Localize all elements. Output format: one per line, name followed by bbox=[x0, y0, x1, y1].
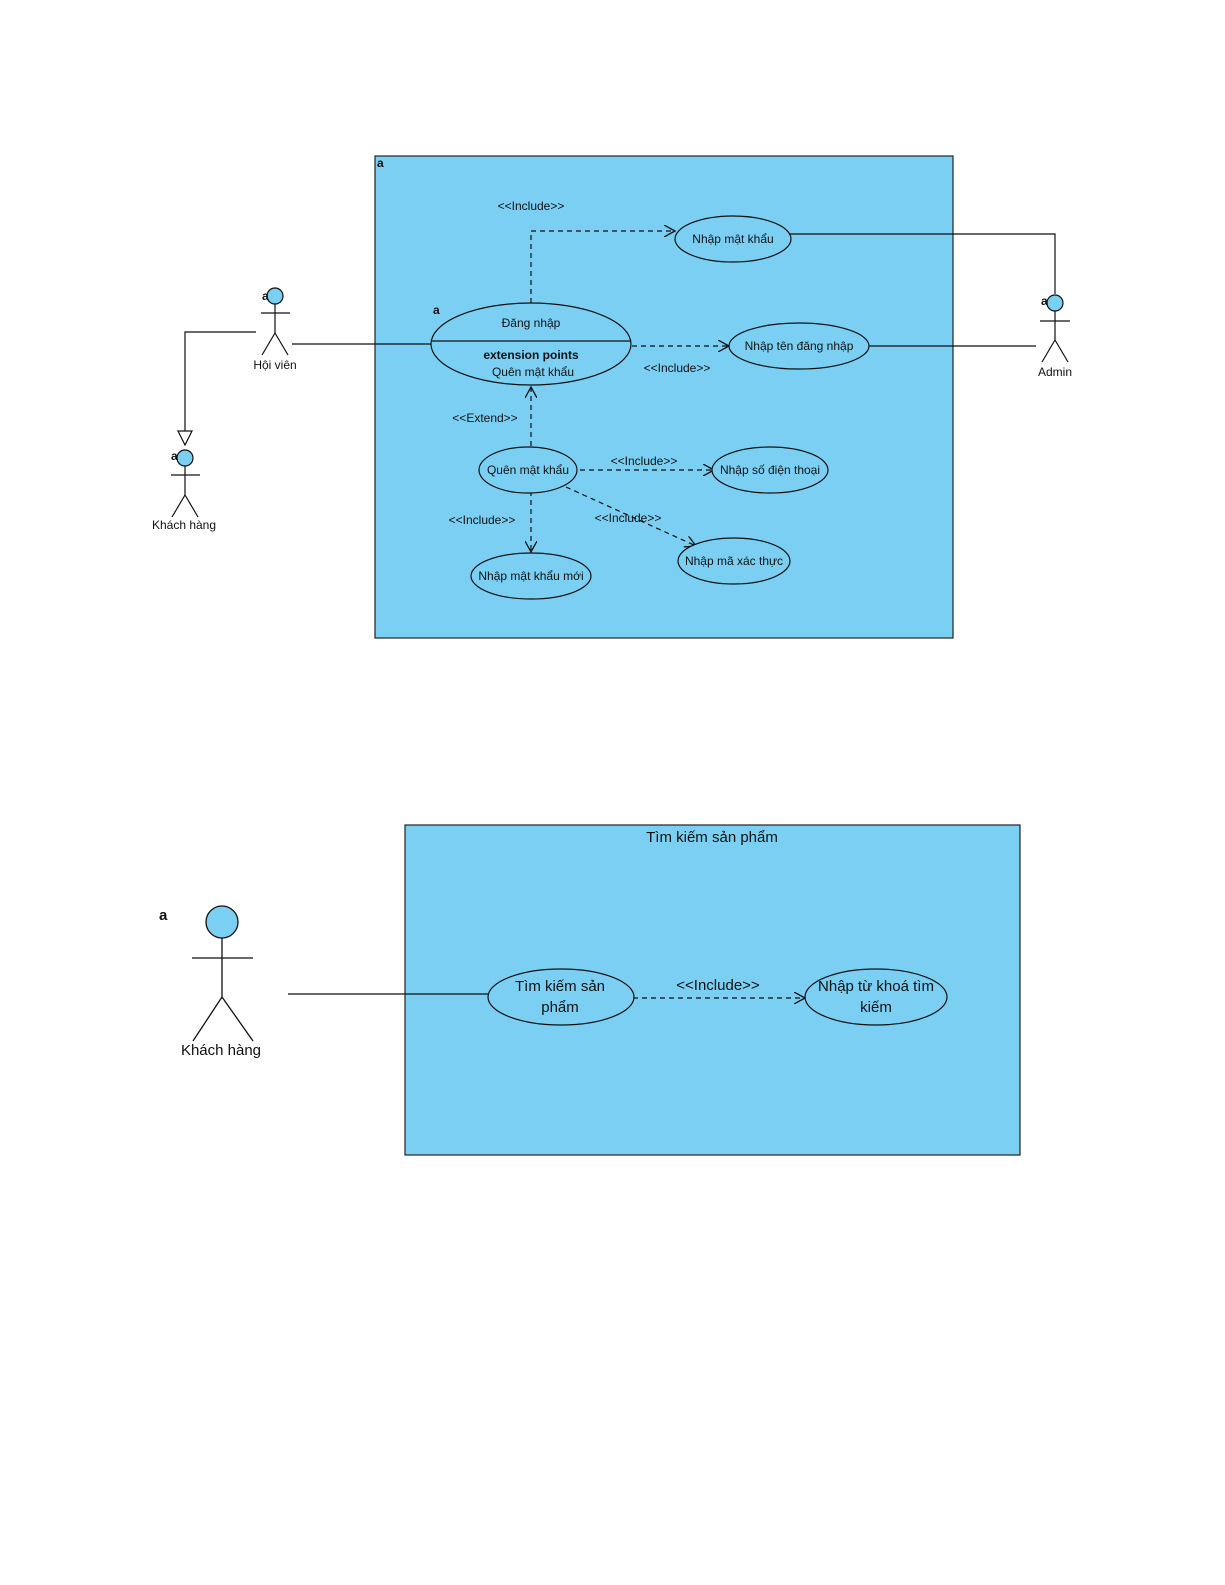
actor-admin bbox=[1040, 294, 1070, 363]
use-case-keyword-label-1: Nhập từ khoá tìm bbox=[818, 978, 934, 995]
use-case-enter-new-password: Nhập mật khẩu mới bbox=[470, 552, 592, 600]
actor-admin-label: Admin bbox=[1038, 365, 1072, 379]
use-case-enter-code-label: Nhập mã xác thực bbox=[685, 554, 783, 568]
extension-point-forgot: Quên mật khẩu bbox=[492, 365, 574, 379]
use-case-search-product: Tìm kiếm sản phẩm bbox=[487, 968, 635, 1026]
extension-points-heading: extension points bbox=[483, 348, 579, 362]
label-include-keyword: <<Include>> bbox=[676, 977, 760, 994]
use-case-login: a Đăng nhập extension points Quên mật kh… bbox=[430, 302, 632, 386]
diagram-search: Tìm kiếm sản phẩm Tìm kiếm sản phẩm Nhập… bbox=[159, 824, 1021, 1156]
actor-customer-large-marker: a bbox=[159, 907, 168, 924]
connectors-search bbox=[288, 994, 805, 998]
use-case-enter-code: Nhập mã xác thực bbox=[677, 537, 791, 585]
connectors-login bbox=[185, 231, 1056, 552]
use-case-enter-keyword: Nhập từ khoá tìm kiếm bbox=[804, 968, 948, 1026]
label-extend-forgot: <<Extend>> bbox=[452, 411, 517, 425]
use-case-enter-password: Nhập mật khẩu bbox=[674, 215, 792, 263]
diagram-login: a a Đăng nhập extension points Quên m bbox=[152, 155, 1072, 639]
include-code-arrow bbox=[565, 486, 696, 546]
system-boundary-login bbox=[374, 155, 954, 639]
actor-member-label: Hội viên bbox=[253, 358, 296, 372]
label-include-new-password: <<Include>> bbox=[449, 513, 516, 527]
use-case-keyword-label-2: kiếm bbox=[860, 999, 892, 1016]
use-case-enter-phone-label: Nhập số điện thoại bbox=[720, 463, 820, 477]
system-title-search: Tìm kiếm sản phẩm bbox=[646, 829, 778, 846]
actor-admin-marker: a bbox=[1041, 294, 1048, 308]
label-include-code: <<Include>> bbox=[595, 511, 662, 525]
generalization-line bbox=[185, 331, 256, 445]
actor-customer-label: Khách hàng bbox=[152, 518, 216, 532]
use-case-search-label-2: phẩm bbox=[541, 999, 579, 1016]
use-case-enter-phone: Nhập số điện thoại bbox=[711, 446, 829, 494]
frame-marker: a bbox=[377, 156, 384, 170]
label-include-username: <<Include>> bbox=[644, 361, 711, 375]
use-case-forgot-password: Quên mật khẩu bbox=[478, 446, 578, 494]
association-admin-password bbox=[780, 233, 1056, 294]
use-case-login-marker: a bbox=[433, 303, 440, 317]
use-case-search-label-1: Tìm kiếm sản bbox=[515, 978, 605, 995]
actor-customer-large-label: Khách hàng bbox=[181, 1042, 261, 1059]
use-case-enter-username-label: Nhập tên đăng nhập bbox=[745, 339, 854, 353]
actor-member-marker: a bbox=[262, 289, 269, 303]
label-include-password: <<Include>> bbox=[498, 199, 565, 213]
actor-customer bbox=[171, 449, 200, 518]
actor-customer-marker: a bbox=[171, 449, 178, 463]
label-include-phone: <<Include>> bbox=[611, 454, 678, 468]
actor-member bbox=[261, 287, 290, 356]
include-password-arrow bbox=[530, 231, 675, 303]
use-case-enter-new-password-label: Nhập mật khẩu mới bbox=[478, 569, 583, 583]
use-case-login-label: Đăng nhập bbox=[502, 316, 561, 330]
use-case-enter-password-label: Nhập mật khẩu bbox=[692, 232, 773, 246]
use-case-forgot-password-label: Quên mật khẩu bbox=[487, 463, 569, 477]
use-case-enter-username: Nhập tên đăng nhập bbox=[728, 322, 870, 370]
actor-customer-large bbox=[192, 905, 254, 1042]
